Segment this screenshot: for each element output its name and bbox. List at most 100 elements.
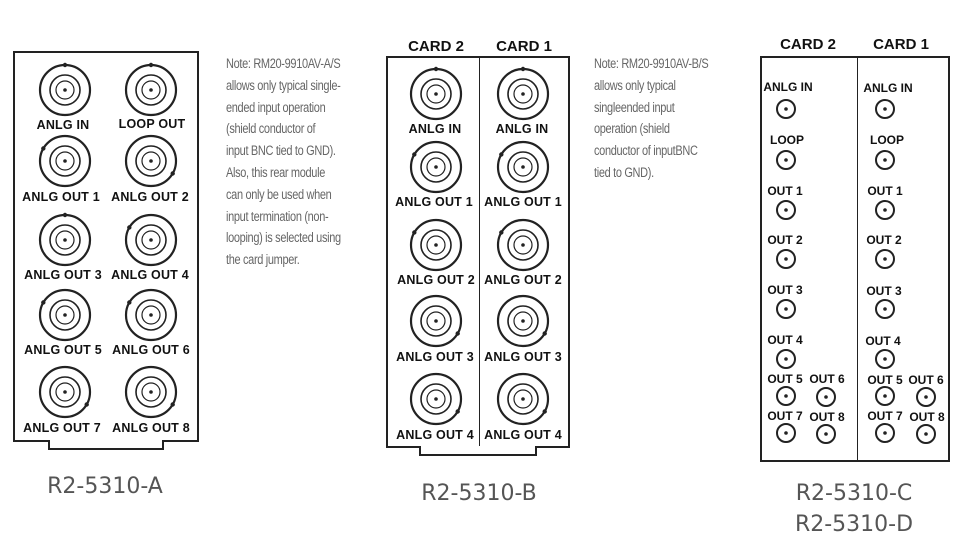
module-a-label-out4: ANLG OUT 4	[111, 268, 189, 282]
note-a-line: Also, this rear module	[226, 164, 325, 180]
note-a-line: the card jumper.	[226, 252, 300, 268]
module-cd-card2-label-out6: OUT 6	[809, 372, 845, 386]
bnc-connector	[38, 365, 92, 419]
module-cd-card2-label-out7: OUT 7	[767, 409, 803, 423]
module-cd-card2-label-out3: OUT 3	[767, 283, 803, 297]
module-cd-card1-label-out6: OUT 6	[908, 373, 944, 387]
module-cd-card2-label-loop: LOOP	[769, 133, 805, 147]
module-a-model-name: R2-5310-A	[47, 474, 163, 499]
module-b-card1-label-out1: ANLG OUT 1	[484, 195, 562, 209]
note-a-line: can only be used when	[226, 186, 332, 202]
module-b-card1-label-anlg-in: ANLG IN	[495, 122, 549, 136]
module-a-tab	[48, 440, 164, 450]
bnc-connector	[124, 288, 178, 342]
bnc-connector-small	[916, 387, 936, 407]
bnc-connector	[409, 294, 463, 348]
module-b-card2-header: CARD 2	[408, 38, 464, 55]
module-b-card1-label-out4: ANLG OUT 4	[484, 428, 562, 442]
bnc-connector	[124, 365, 178, 419]
module-a-label-out3: ANLG OUT 3	[24, 268, 102, 282]
bnc-connector-small	[776, 299, 796, 319]
bnc-connector-small	[875, 386, 895, 406]
module-cd-card2-label-out1: OUT 1	[767, 184, 803, 198]
bnc-connector-small	[875, 200, 895, 220]
module-b-card2-label-out1: ANLG OUT 1	[395, 195, 473, 209]
note-b-line: conductor of inputBNC	[594, 143, 698, 159]
bnc-connector-small	[776, 150, 796, 170]
module-b-tab	[419, 446, 537, 456]
bnc-connector-small	[776, 99, 796, 119]
note-b-line: operation (shield	[594, 121, 670, 137]
bnc-connector	[124, 62, 178, 117]
note-a-line: input termination (non-	[226, 208, 329, 224]
module-cd-card2-label-out2: OUT 2	[767, 233, 803, 247]
module-cd-card2-label-out4: OUT 4	[767, 333, 803, 347]
module-cd-card1-label-out4: OUT 4	[865, 334, 901, 348]
module-cd-card1-label-out3: OUT 3	[866, 284, 902, 298]
module-b-model-name: R2-5310-B	[421, 481, 537, 506]
module-cd-model-name-2: R2-5310-D	[794, 512, 914, 537]
bnc-connector-small	[776, 423, 796, 443]
module-cd-card1-label-loop: LOOP	[869, 133, 905, 147]
bnc-connector-small	[875, 423, 895, 443]
bnc-connector	[38, 62, 92, 117]
bnc-connector-small	[776, 249, 796, 269]
module-b-card1-label-out3: ANLG OUT 3	[484, 350, 562, 364]
module-a-label-out5: ANLG OUT 5	[24, 343, 102, 357]
module-a-label-out7: ANLG OUT 7	[23, 421, 101, 435]
module-cd-card1-label-out1: OUT 1	[867, 184, 903, 198]
module-cd-card1-header: CARD 1	[873, 36, 929, 53]
note-a-line: allows only typical single-	[226, 77, 341, 93]
bnc-connector	[38, 134, 92, 188]
note-a: Note: RM20-9910AV-A/S allows only typica…	[226, 53, 341, 271]
module-cd-model-name-1: R2-5310-C	[795, 481, 913, 506]
note-b-line: singleended input	[594, 99, 675, 115]
module-cd-card1-label-anlg-in: ANLG IN	[863, 81, 913, 95]
module-b-card2-label-anlg-in: ANLG IN	[408, 122, 462, 136]
module-cd-card1-label-out2: OUT 2	[866, 233, 902, 247]
bnc-connector	[496, 372, 550, 426]
note-a-line: (shield conductor of	[226, 121, 316, 137]
note-b-line: Note: RM20-9910AV-B/S	[594, 56, 709, 71]
module-b-card1-header: CARD 1	[496, 38, 552, 55]
bnc-connector	[38, 212, 92, 267]
bnc-connector	[409, 218, 463, 272]
bnc-connector-small	[776, 349, 796, 369]
bnc-connector	[496, 66, 550, 121]
bnc-connector-small	[816, 424, 836, 444]
bnc-connector-small	[875, 150, 895, 170]
module-cd-card1-label-out7: OUT 7	[867, 409, 903, 423]
bnc-connector-small	[776, 200, 796, 220]
bnc-connector-small	[875, 99, 895, 119]
module-a-label-loop-out: LOOP OUT	[118, 117, 186, 131]
module-cd-card2-label-out5: OUT 5	[767, 372, 803, 386]
note-a-line: Note: RM20-9910AV-A/S	[226, 56, 341, 71]
bnc-connector-small	[916, 424, 936, 444]
bnc-connector	[409, 140, 463, 194]
note-a-line: looping) is selected using	[226, 230, 341, 246]
module-b-card-divider	[479, 57, 480, 447]
bnc-connector	[409, 66, 463, 121]
module-a-label-out8: ANLG OUT 8	[112, 421, 190, 435]
bnc-connector	[409, 372, 463, 426]
bnc-connector	[38, 288, 92, 342]
note-a-line: input BNC tied to GND).	[226, 143, 336, 159]
bnc-connector	[124, 134, 178, 188]
bnc-connector	[496, 218, 550, 272]
module-a-label-out1: ANLG OUT 1	[22, 190, 100, 204]
module-a-label-anlg-in: ANLG IN	[36, 118, 90, 132]
module-cd-card-divider	[857, 57, 858, 461]
module-b-card1-label-out2: ANLG OUT 2	[484, 273, 562, 287]
module-b-card2-label-out4: ANLG OUT 4	[396, 428, 474, 442]
note-b-line: allows only typical	[594, 77, 676, 93]
note-a-line: ended input operation	[226, 99, 326, 115]
bnc-connector	[124, 213, 178, 267]
bnc-connector-small	[875, 249, 895, 269]
module-cd-card1-label-out5: OUT 5	[867, 373, 903, 387]
module-b-card2-label-out2: ANLG OUT 2	[397, 273, 475, 287]
bnc-connector	[496, 294, 550, 348]
bnc-connector-small	[875, 349, 895, 369]
note-b: Note: RM20-9910AV-B/S allows only typica…	[594, 53, 709, 184]
module-cd-card2-label-out8: OUT 8	[809, 410, 845, 424]
module-b-card2-label-out3: ANLG OUT 3	[396, 350, 474, 364]
